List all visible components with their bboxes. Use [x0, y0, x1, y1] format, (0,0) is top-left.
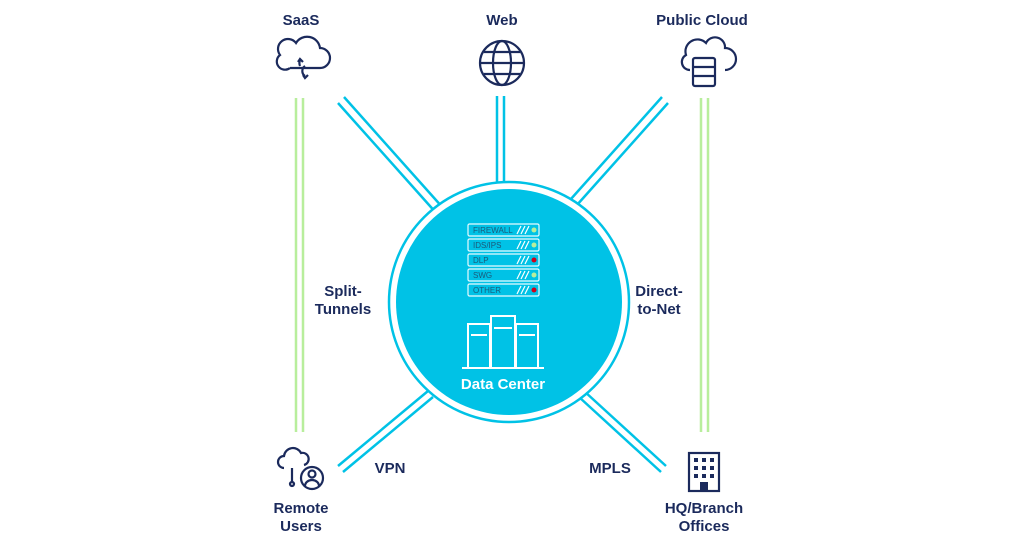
remote-user-icon [276, 446, 325, 491]
stack-row-box [467, 253, 540, 267]
stripe [516, 225, 522, 235]
office-building-icon [687, 451, 721, 493]
hq-label-line1: HQ/Branch [664, 500, 744, 517]
node-web-label: Web [486, 12, 518, 29]
stack-row-idsips: IDS/IPS [467, 238, 540, 252]
stripe [524, 225, 530, 235]
split-line1: Split- [324, 283, 362, 300]
saas-cloud-icon [275, 35, 332, 80]
stack-row-label: OTHER [473, 286, 501, 295]
security-stack: FIREWALL IDS/IPS DLP SWG OTHER [467, 223, 540, 297]
stripe [524, 285, 530, 295]
node-public-cloud-label: Public Cloud [656, 12, 748, 29]
stack-row-box [467, 268, 540, 282]
direct-line2: to-Net [637, 301, 681, 318]
stripe [520, 240, 526, 250]
stripe [516, 270, 522, 280]
split-tunnels-label: Split-Tunnels [315, 283, 371, 319]
status-dot [531, 227, 537, 233]
stripe [520, 225, 526, 235]
stripe [516, 255, 522, 265]
direct-line1: Direct- [635, 283, 683, 300]
stack-row-swg: SWG [467, 268, 540, 282]
stripe [520, 285, 526, 295]
status-dot [531, 287, 537, 293]
vpn-label: VPN [374, 460, 406, 477]
stack-row-box [467, 238, 540, 252]
status-dot [531, 257, 537, 263]
stack-row-label: DLP [473, 256, 489, 265]
status-dot [531, 272, 537, 278]
stripe [520, 255, 526, 265]
node-saas-label: SaaS [282, 12, 320, 29]
web-globe-icon [478, 39, 526, 87]
stripe [516, 285, 522, 295]
data-center-circle [396, 189, 622, 415]
stack-row-label: FIREWALL [473, 226, 513, 235]
stack-row-box [467, 283, 540, 297]
stack-row-other: OTHER [467, 283, 540, 297]
mpls-label: MPLS [589, 460, 631, 477]
remote-label-line2: Users [280, 518, 322, 535]
data-center-label: Data Center [460, 376, 546, 393]
hq-label-line2: Offices [678, 518, 730, 535]
tunnel-lines [337, 96, 669, 473]
status-dot [531, 242, 537, 248]
stripe [516, 240, 522, 250]
stripe [524, 255, 530, 265]
stack-row-dlp: DLP [467, 253, 540, 267]
stack-row-firewall: FIREWALL [467, 223, 540, 237]
remote-label-line1: Remote [273, 500, 329, 517]
direct-to-net-label: Direct-to-Net [635, 283, 683, 319]
split-tunnel-lines [294, 98, 710, 432]
stack-row-label: IDS/IPS [473, 241, 501, 250]
server-rack-icon [462, 315, 544, 369]
stripe [524, 240, 530, 250]
public-cloud-server-icon [680, 36, 738, 88]
stripe [520, 270, 526, 280]
stripe [524, 270, 530, 280]
split-line2: Tunnels [314, 301, 372, 318]
stack-row-label: SWG [473, 271, 492, 280]
stack-row-box [467, 223, 540, 237]
